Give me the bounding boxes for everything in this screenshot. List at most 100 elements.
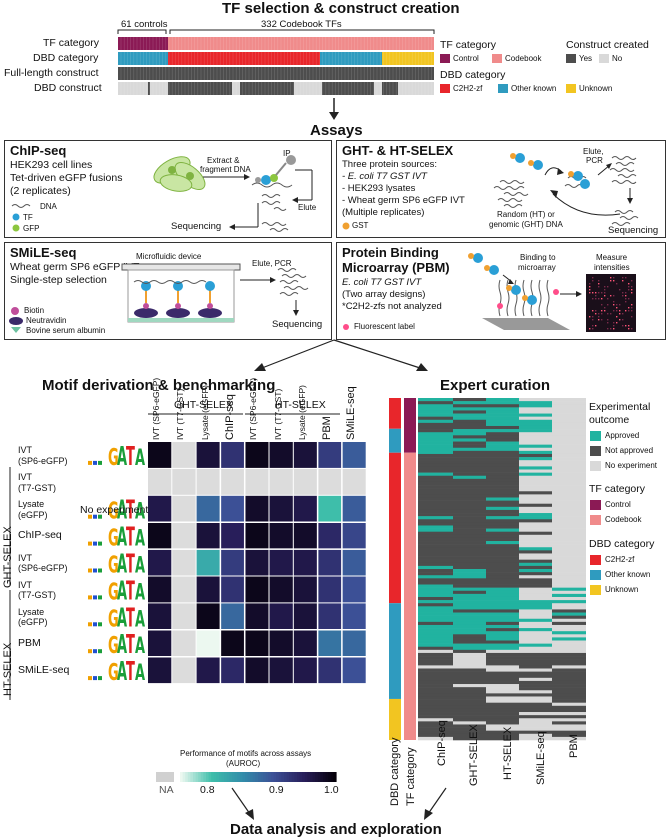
cur-cell <box>519 596 552 601</box>
dbdconstruct-bar-segment <box>240 82 294 95</box>
cur-cell <box>552 556 586 560</box>
cur-cell <box>552 733 586 738</box>
array-spot <box>631 280 633 282</box>
dbdconstruct-bar-segment <box>398 82 434 95</box>
cur-cell <box>519 708 552 713</box>
cur-cell <box>418 562 453 567</box>
logo-letter: G <box>108 444 119 471</box>
cur-cell <box>552 646 586 651</box>
array-spot <box>622 280 624 282</box>
cur-cell <box>453 656 486 660</box>
cur-cell <box>453 475 486 480</box>
cur-cell <box>418 581 453 585</box>
cur-cell <box>418 541 453 545</box>
cur-cell <box>418 444 453 449</box>
heatmap-cell <box>245 657 269 684</box>
cur-cell <box>418 537 453 542</box>
cur-cell <box>552 432 586 436</box>
cur-cell <box>453 519 486 523</box>
logo-bit <box>98 460 102 465</box>
legend-unknown-label: Unknown <box>579 84 613 93</box>
cur-cell <box>519 466 552 470</box>
logo-letter: A <box>135 526 145 552</box>
cur-cell <box>552 702 586 707</box>
logo-letter: G <box>108 578 119 605</box>
legend-control-label: Control <box>453 54 479 63</box>
array-spot <box>595 313 597 315</box>
cur-cell <box>486 593 519 598</box>
colorbar-step <box>328 772 332 782</box>
cur-cell <box>552 410 586 414</box>
array-spot <box>625 295 627 297</box>
array-spot <box>613 304 615 306</box>
logo-bit <box>93 541 97 546</box>
logo-letter: A <box>117 548 127 578</box>
ghtselex-step-genomic: genomic (GHT) DNA <box>489 220 563 229</box>
heatmap-cell <box>148 442 172 468</box>
cur-cell <box>552 553 586 557</box>
cur-cell <box>552 724 586 728</box>
cur-cell <box>453 606 486 610</box>
cur-cell <box>453 662 486 666</box>
cur-cell <box>519 575 552 579</box>
heatmap-cell <box>293 576 318 603</box>
array-spot <box>598 286 600 288</box>
cur-cell <box>453 509 486 514</box>
cur-cell <box>418 522 453 526</box>
cur-cell <box>418 572 453 576</box>
cur-cell <box>418 606 453 610</box>
cur-cell <box>453 637 486 641</box>
cur-cell <box>519 559 552 564</box>
cur-cell <box>418 485 453 489</box>
cur-cell <box>453 634 486 638</box>
heatmap-cell <box>269 603 293 630</box>
logo-bit <box>98 514 102 519</box>
cur-cell <box>519 687 552 691</box>
array-spot <box>610 313 612 315</box>
cur-label-ghtselex: GHT-SELEX <box>468 724 480 786</box>
heatmap-cell <box>318 549 342 576</box>
heatmap-cell <box>220 522 245 549</box>
colorbar-step <box>294 772 298 782</box>
logo-letter: T <box>126 629 135 659</box>
heatmap-cell <box>172 657 196 684</box>
array-spot <box>598 292 600 294</box>
logo-letter: G <box>108 659 119 686</box>
ghtselex-line-3: - HEK293 lysates <box>342 183 416 194</box>
cur-cell <box>519 516 552 520</box>
cur-cell <box>453 444 486 449</box>
cur-cell <box>552 500 586 505</box>
cur-cell <box>453 478 486 483</box>
cur-legend-other-label: Other known <box>605 570 651 579</box>
cur-cell <box>519 447 552 452</box>
cur-cell <box>519 733 552 738</box>
cur-tf-seg <box>404 452 416 740</box>
cur-cell <box>486 544 519 548</box>
cur-cell <box>552 485 586 489</box>
logo-letter: A <box>117 602 127 632</box>
pbm-step-microarray: microarray <box>518 263 556 272</box>
cur-cell <box>552 684 586 688</box>
array-spot <box>631 316 633 318</box>
heatmap-cell <box>318 576 342 603</box>
cur-cell <box>486 665 519 669</box>
cur-cell <box>519 553 552 557</box>
cur-cell <box>453 416 486 421</box>
cur-cell <box>453 702 486 707</box>
pbm-step-binding: Binding to <box>520 253 556 262</box>
curation-title: Expert curation <box>440 377 551 394</box>
fulllength-bar <box>118 67 434 80</box>
array-spot <box>628 286 630 288</box>
logo-letter: A <box>135 553 145 579</box>
cur-cell <box>519 491 552 495</box>
cur-cell <box>486 659 519 663</box>
cur-cell <box>486 537 519 542</box>
cur-cell <box>552 736 586 741</box>
cur-cell <box>486 677 519 682</box>
heatmap-cell <box>172 522 196 549</box>
ghtselex-step-random: Random (HT) or <box>497 210 555 219</box>
heatmap-cell <box>196 468 220 495</box>
heatmap-cell <box>148 495 172 522</box>
dbd-bar-segment <box>168 52 320 65</box>
cur-cell <box>519 668 552 672</box>
